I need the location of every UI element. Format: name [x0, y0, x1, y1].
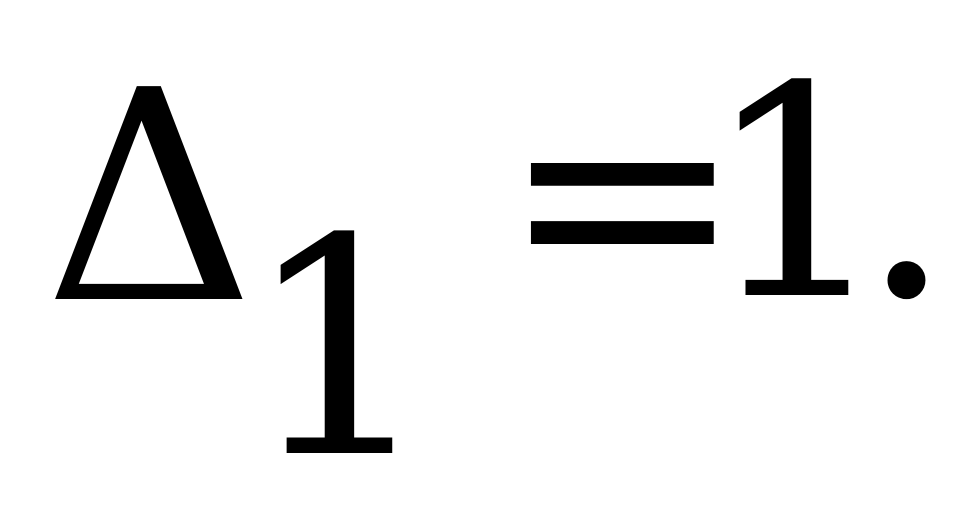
period-mark: .: [860, 24, 953, 364]
result-value: 1: [704, 24, 890, 364]
equals-sign: =: [500, 24, 745, 364]
delta-symbol: Δ: [44, 28, 255, 368]
delta-subscript: 1: [244, 175, 435, 524]
